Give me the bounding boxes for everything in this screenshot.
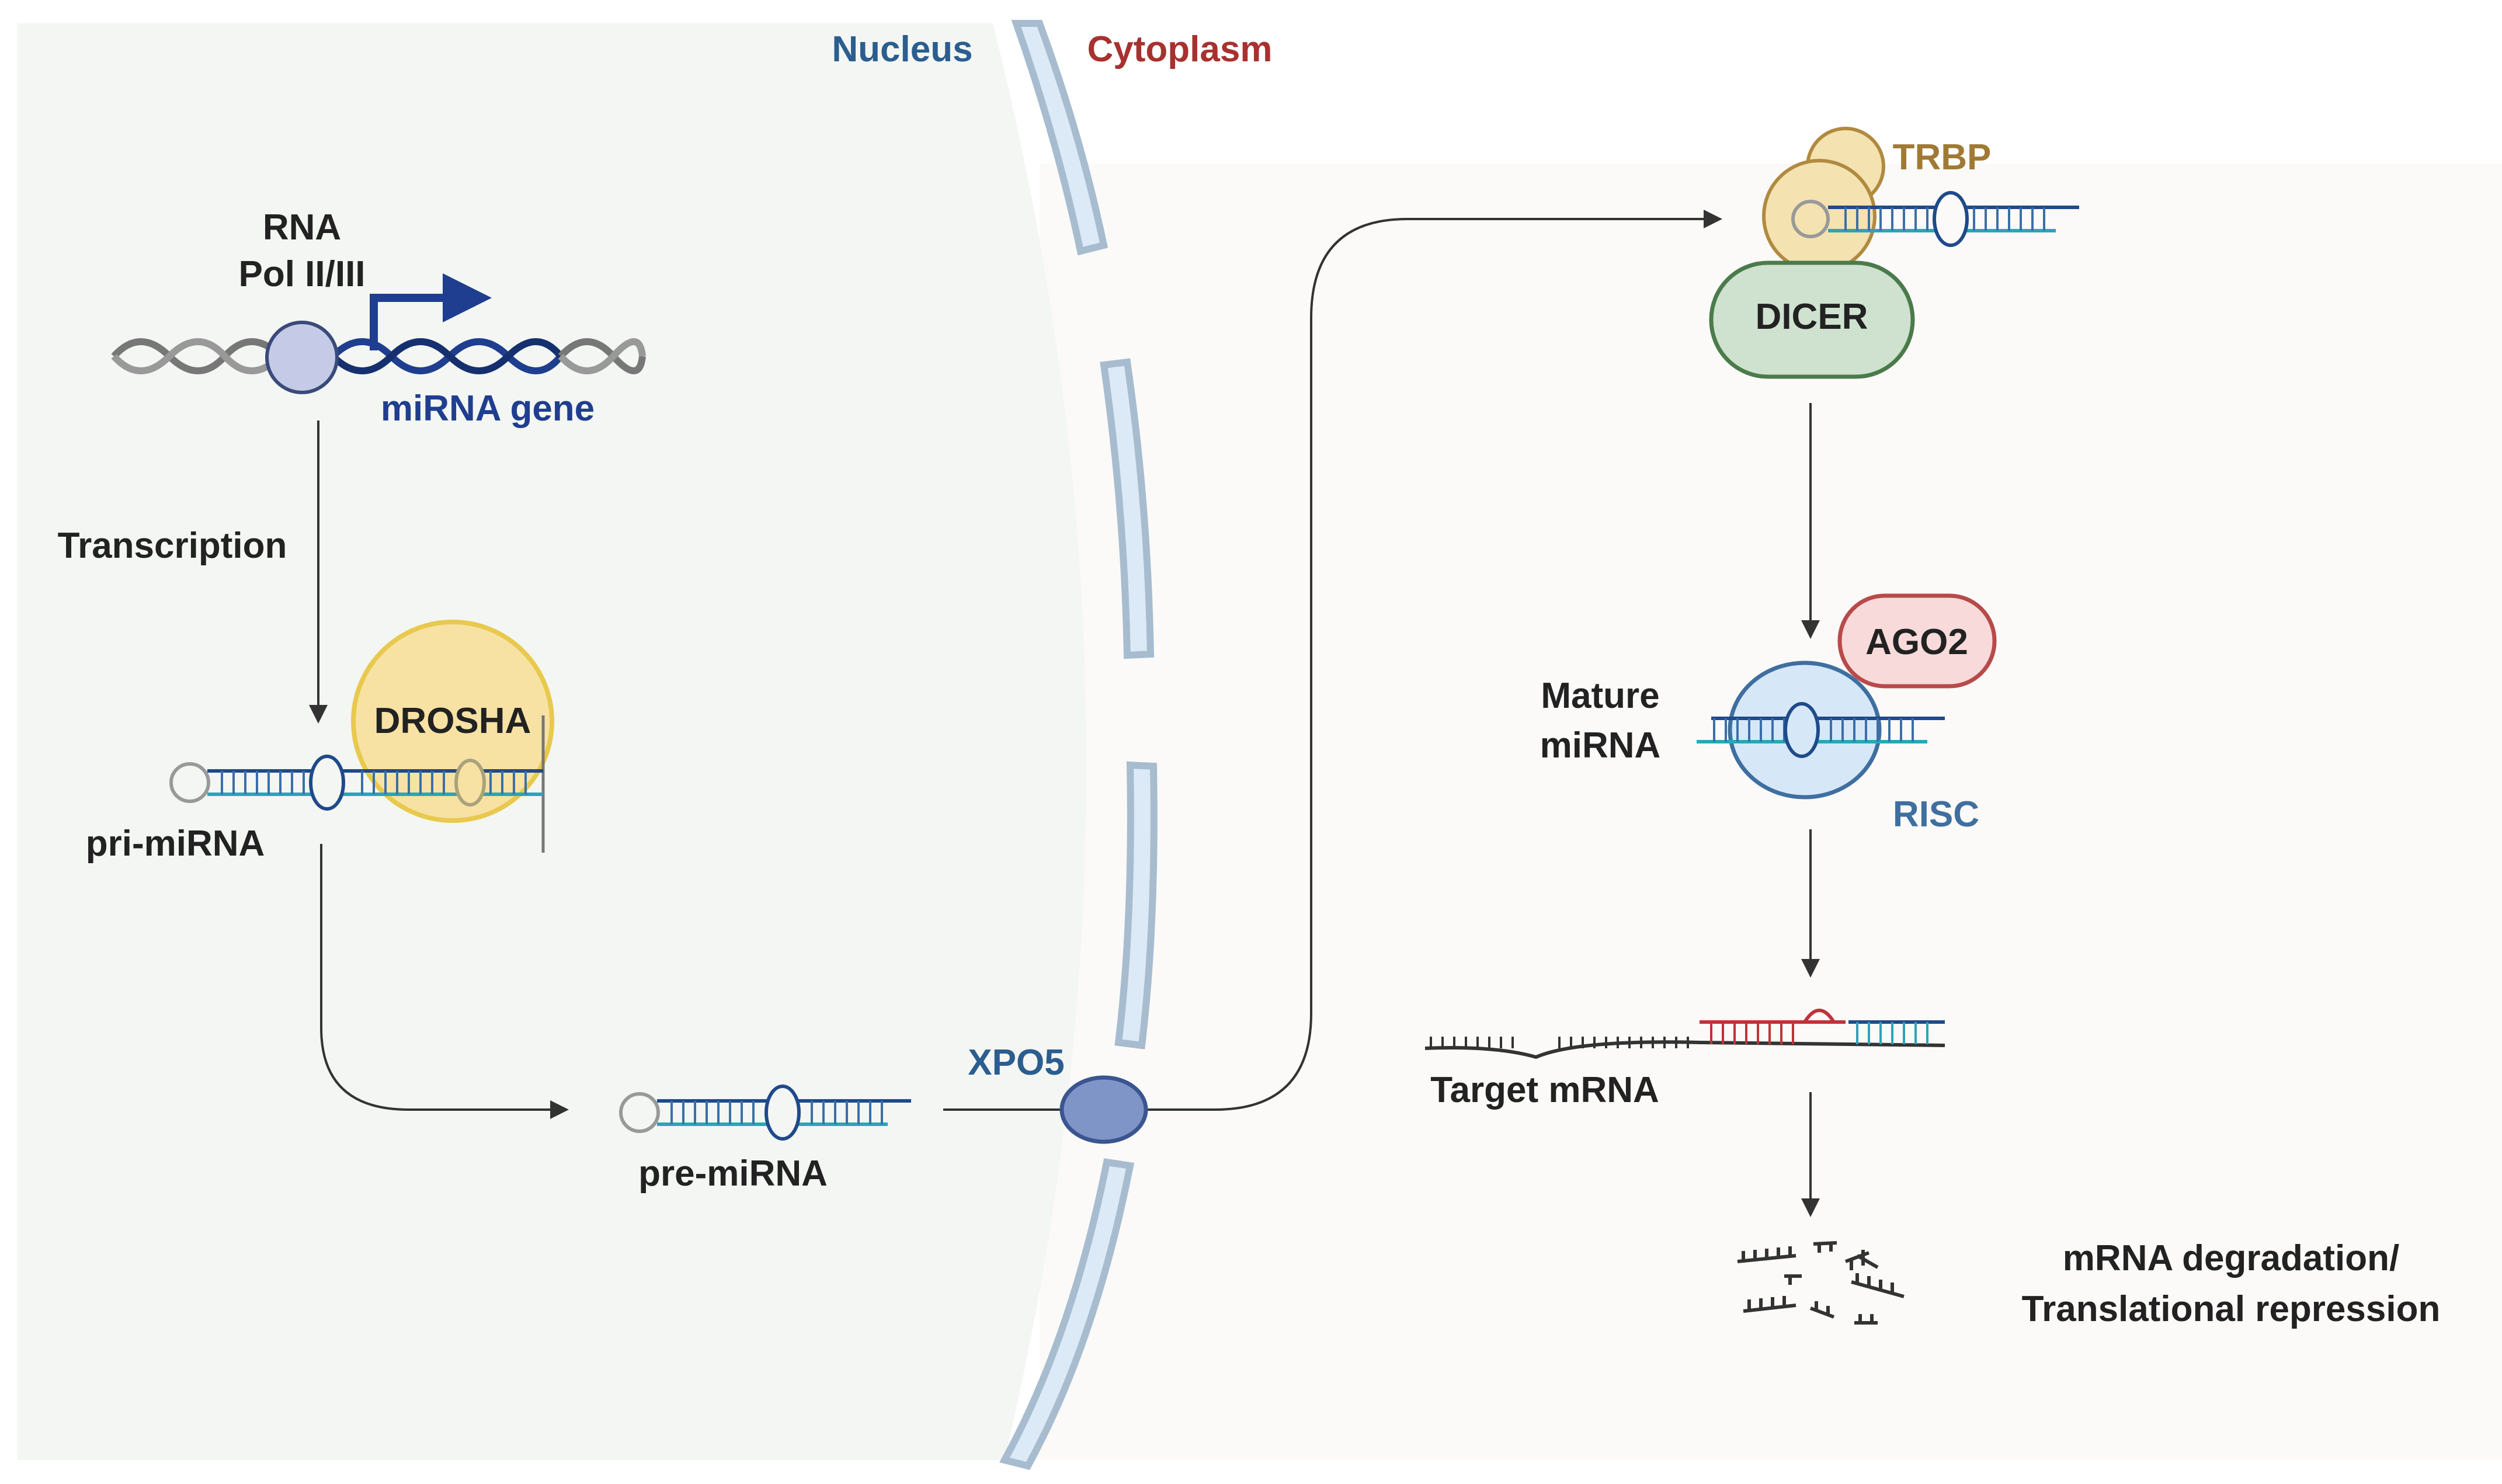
dicer-substrate-bulge (1933, 191, 1969, 247)
membrane-segment-4 (999, 1158, 1135, 1470)
pri-mirna-bulge-2 (454, 759, 486, 807)
dicer-substrate-ticks (1844, 207, 2045, 231)
dna-strand-gray-b (111, 338, 283, 374)
pre-mirna-label: pre-miRNA (638, 1153, 828, 1194)
cytoplasm-region (1040, 164, 2502, 1460)
fragment-7 (1809, 1301, 1835, 1319)
target-paired-red-ticks (1710, 1022, 1794, 1044)
pre-mirna-bulge (764, 1085, 801, 1141)
export-arrow (943, 210, 1722, 1111)
risc-label: RISC (1893, 794, 1979, 835)
trbp-label: TRBP (1893, 137, 1992, 178)
mature-bulge (1784, 702, 1820, 758)
membrane-segment-2 (1100, 358, 1155, 659)
gene-start-arrow (370, 273, 492, 350)
outcome-label-line1: mRNA degradation/ (2063, 1238, 2399, 1278)
target-mrna-backbone (1424, 1040, 1945, 1059)
dna-strand-gene-b (330, 338, 564, 374)
target-paired-blue-ticks (1856, 1022, 1928, 1044)
dicer-substrate-hairpin (1791, 191, 2079, 247)
target-mrna (1424, 1009, 1945, 1059)
fragment-1 (1737, 1246, 1796, 1263)
pri-mirna-bulge (309, 755, 345, 811)
mature-mirna-duplex (1697, 702, 1945, 758)
ago2-protein (1837, 593, 1997, 689)
xpo5-exportin (1059, 1075, 1148, 1144)
rna-pol-label-line2: Pol II/III (238, 254, 365, 294)
pre-mirna-hairpin (619, 1085, 911, 1141)
nucleus-label: Nucleus (832, 29, 972, 69)
mrna-fragments (1737, 1241, 1905, 1325)
fragment-9 (1856, 1250, 1879, 1269)
pri-to-pre-arrow (320, 844, 569, 1119)
dna-strand-gray-d (558, 338, 646, 374)
mature-mirna-label-line1: Mature (1541, 676, 1659, 716)
mature-mirna-label-line2: miRNA (1540, 725, 1661, 766)
target-mrna-ticks (1430, 1037, 1689, 1048)
transcription-label: Transcription (58, 526, 287, 566)
dicer-substrate-loop (1791, 200, 1830, 238)
membrane-segment-3 (1114, 761, 1158, 1049)
pre-mirna-ticks (670, 1101, 883, 1124)
cytoplasm-label: Cytoplasm (1087, 29, 1273, 69)
pri-mirna-ticks (221, 771, 527, 794)
ago2-label: AGO2 (1865, 622, 1968, 662)
target-paired-bulge (1803, 1009, 1836, 1023)
mirna-gene-label: miRNA gene (381, 388, 595, 429)
nuclear-membrane (999, 20, 1158, 1470)
fragment-6 (1851, 1273, 1905, 1298)
dicer-enzyme (1709, 260, 1915, 379)
pri-mirna-loop (169, 762, 210, 803)
outcome-label-line2: Translational repression (2022, 1289, 2441, 1329)
pre-mirna-loop (619, 1092, 660, 1133)
pri-mirna-hairpin (169, 755, 543, 811)
fragment-8 (1854, 1314, 1878, 1325)
target-mrna-label: Target mRNA (1430, 1070, 1659, 1110)
drosha-label: DROSHA (374, 701, 531, 741)
membrane-segment-1 (1011, 20, 1108, 256)
fragment-5 (1784, 1274, 1802, 1285)
dna-strand-gray-a (111, 338, 283, 374)
rna-polymerase (265, 321, 339, 394)
dicer-label: DICER (1756, 297, 1868, 337)
xpo5-label: XPO5 (968, 1042, 1064, 1083)
pri-mirna-label: pri-miRNA (86, 823, 265, 864)
rna-pol-label-line1: RNA (263, 207, 341, 248)
fragment-2 (1743, 1296, 1796, 1313)
fragment-3 (1813, 1241, 1837, 1253)
